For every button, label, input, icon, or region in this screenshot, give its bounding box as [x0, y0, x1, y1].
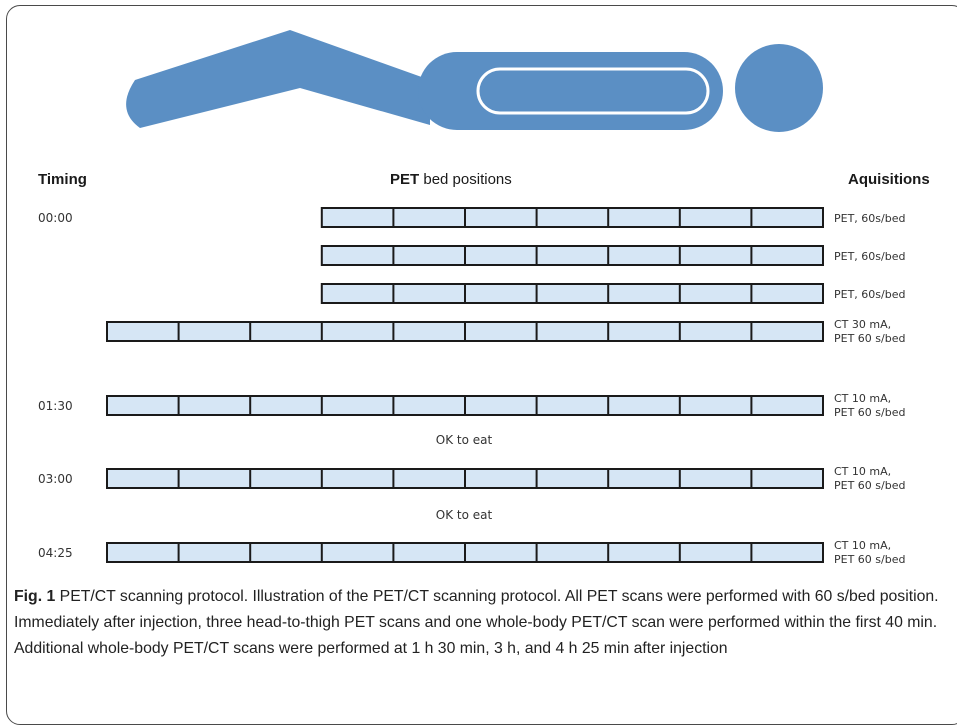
caption-label: Fig. 1 [14, 588, 56, 605]
scan-row: PET, 60s/bed [320, 283, 905, 304]
scan-bar [320, 245, 824, 266]
acquisition-label: CT 10 mA, [834, 392, 891, 405]
patient-legs [126, 30, 430, 128]
acquisitions-header: Aquisitions [848, 171, 930, 188]
row-time: 03:00 [38, 472, 73, 486]
patient-arm [476, 67, 710, 115]
bed-positions-header: PET bed positions [390, 171, 512, 188]
scan-row: 03:00 CT 10 mA,PET 60 s/bed [38, 465, 905, 492]
bed-positions-header-rest: bed positions [419, 171, 512, 188]
scan-bar [320, 207, 824, 228]
row-time: 01:30 [38, 399, 73, 413]
acquisition-label: PET, 60s/bed [834, 250, 905, 263]
row-time: 04:25 [38, 546, 73, 560]
scan-row: CT 30 mA,PET 60 s/bed [106, 318, 905, 345]
row-time: 00:00 [38, 211, 73, 225]
scan-bar [320, 283, 824, 304]
ok-to-eat-note: OK to eat [436, 433, 493, 447]
scan-row: 00:00 PET, 60s/bed [38, 207, 905, 228]
caption-text: PET/CT scanning protocol. Illustration o… [14, 588, 939, 657]
patient-torso [418, 52, 723, 130]
acquisition-label: CT 10 mA, [834, 465, 891, 478]
acquisition-label: PET 60 s/bed [834, 553, 905, 566]
acquisition-label: PET 60 s/bed [834, 479, 905, 492]
scan-row: PET, 60s/bed [320, 245, 905, 266]
scan-row: 01:30 CT 10 mA,PET 60 s/bed [38, 392, 905, 419]
acquisition-label: PET, 60s/bed [834, 212, 905, 225]
acquisition-label: PET, 60s/bed [834, 288, 905, 301]
patient-head [735, 44, 823, 132]
acquisition-label: PET 60 s/bed [834, 332, 905, 345]
timing-header: Timing [38, 171, 87, 188]
acquisition-label: PET 60 s/bed [834, 406, 905, 419]
scan-row: 04:25 CT 10 mA,PET 60 s/bed [38, 539, 905, 566]
bed-positions-header-bold: PET [390, 171, 420, 188]
acquisition-label: CT 30 mA, [834, 318, 891, 331]
body-silhouette [126, 30, 823, 132]
ok-to-eat-note: OK to eat [436, 508, 493, 522]
figure-caption: Fig. 1 PET/CT scanning protocol. Illustr… [14, 584, 949, 662]
acquisition-label: CT 10 mA, [834, 539, 891, 552]
